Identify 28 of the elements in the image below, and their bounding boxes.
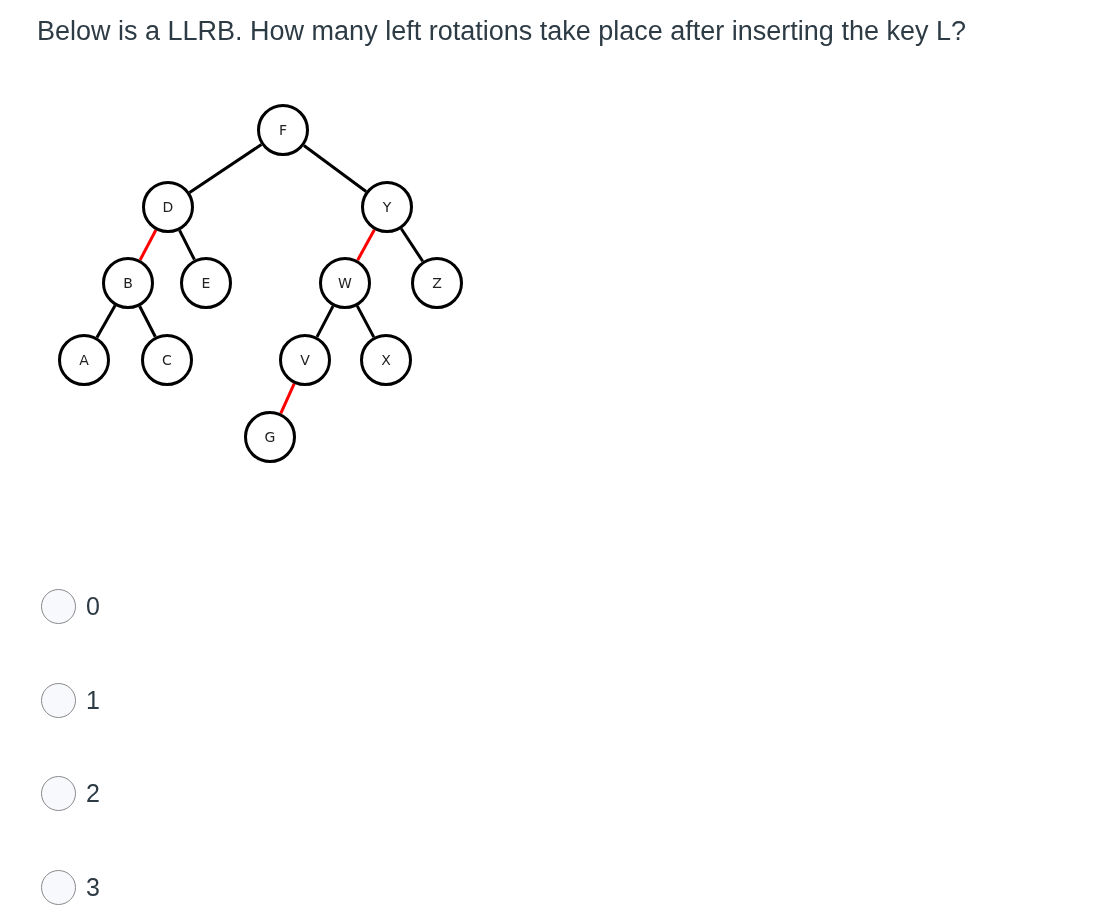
tree-edge (315, 305, 335, 338)
tree-node: W (319, 257, 371, 309)
tree-edge (356, 229, 376, 261)
tree-node: C (141, 334, 193, 386)
tree-node: X (360, 334, 412, 386)
tree-node: Z (411, 257, 463, 309)
tree-edge (138, 305, 157, 338)
tree-edge (279, 383, 296, 414)
tree-edge (303, 144, 367, 193)
tree-node: F (257, 104, 309, 156)
answer-option: 2 (86, 778, 100, 808)
answer-option: 1 (86, 685, 100, 715)
answer-option: 0 (86, 591, 100, 621)
question-text: Below is a LLRB. How many left rotations take place after inserting the key L? (37, 15, 967, 48)
tree-edge (188, 143, 263, 194)
tree-node: D (142, 181, 194, 233)
tree-node: G (244, 411, 296, 463)
tree-node: Y (361, 181, 413, 233)
tree-edge (400, 227, 424, 263)
tree-edge (178, 229, 196, 261)
tree-node: B (102, 257, 154, 309)
tree-edge (355, 305, 376, 338)
tree-node: A (58, 334, 110, 386)
tree-node: E (180, 257, 232, 309)
answer-option: 3 (86, 872, 100, 902)
tree-edge (138, 229, 158, 261)
tree-edge (95, 304, 117, 339)
tree-node: V (279, 334, 331, 386)
